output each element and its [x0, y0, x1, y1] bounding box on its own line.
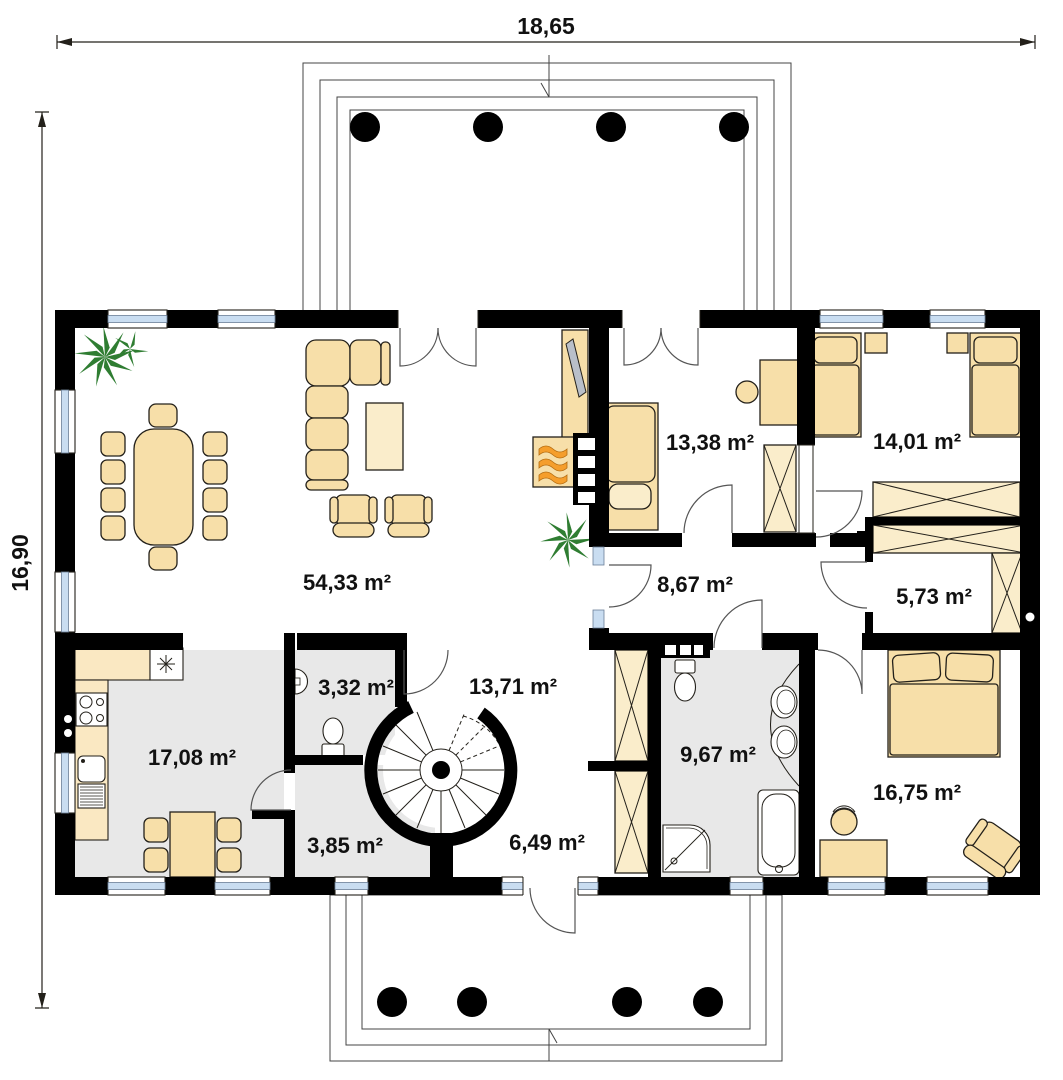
label-bedroom-top-middle: 13,38 m²	[666, 430, 754, 455]
walls	[55, 310, 1040, 895]
doors	[250, 327, 868, 934]
hall-opening-jambs	[592, 546, 605, 629]
terrace-door-right-leaf-1	[623, 327, 662, 366]
window-bottom-4	[729, 876, 764, 896]
bathroom-vanity	[770, 663, 800, 787]
terrace-door-left-leaf-2	[437, 327, 477, 367]
bathroom-toilet	[673, 659, 697, 702]
terrace-door-left-leaf-1	[399, 327, 439, 367]
window-left-3	[54, 752, 76, 814]
bed-double	[887, 649, 1001, 758]
label-corridor: 6,49 m²	[509, 830, 585, 855]
label-wc: 3,32 m²	[318, 675, 394, 700]
tv	[565, 338, 587, 398]
window-bottom-3	[334, 876, 369, 896]
nightstand-1	[864, 332, 888, 354]
desk-main-bedroom	[819, 805, 888, 878]
wardrobe-573-right	[991, 552, 1023, 634]
bathtub	[757, 789, 800, 876]
door-gaps	[398, 309, 815, 896]
spiral-staircase	[364, 701, 518, 847]
door-entry	[529, 887, 576, 934]
entry-sidelight-right	[577, 876, 599, 896]
kitchen-table	[169, 811, 216, 878]
label-pantry: 3,85 m²	[307, 833, 383, 858]
label-stair-hall: 13,71 m²	[469, 674, 557, 699]
terrace-door-right-leaf-2	[660, 327, 699, 366]
dimension-left: 16,90	[7, 111, 49, 1009]
desk-middle-room	[735, 359, 799, 426]
armchair-1	[329, 494, 378, 538]
axis-mark-top	[540, 55, 550, 98]
wc-toilet	[321, 717, 345, 758]
bathroom-niche	[665, 645, 703, 655]
axis-mark-bottom	[548, 1028, 558, 1061]
bed-single-right-2	[969, 332, 1022, 438]
firewood-niche	[578, 438, 595, 503]
windows	[54, 309, 989, 896]
shower	[662, 824, 711, 873]
bed-single-middle	[602, 402, 659, 531]
door-wardrobe-room	[820, 561, 868, 609]
armchair-2	[384, 494, 433, 538]
label-living-room: 54,33 m²	[303, 570, 391, 595]
window-bottom-5	[827, 876, 886, 896]
terrace-top	[302, 55, 792, 312]
window-top-3	[819, 309, 884, 329]
window-top-2	[217, 309, 276, 329]
terrace-columns-bottom	[377, 987, 723, 1017]
entry-sidelight-left	[501, 876, 524, 896]
window-bottom-6	[926, 876, 989, 896]
corridor-wardrobe-top	[614, 649, 649, 762]
nightstand-2	[946, 332, 969, 354]
corridor-wardrobe-bottom	[614, 770, 649, 874]
door-bedroom-middle	[683, 484, 733, 534]
window-bottom-1	[107, 876, 166, 896]
window-top-1	[107, 309, 168, 329]
wall-pipe-dot	[1025, 612, 1035, 622]
wardrobe-middle-room	[763, 444, 797, 533]
label-bedroom-top-right: 14,01 m²	[873, 429, 961, 454]
label-kitchen: 17,08 m²	[148, 745, 236, 770]
label-hall: 8,67 m²	[657, 572, 733, 597]
door-bedroom-main	[817, 649, 863, 695]
kitchen-pipe-dot-1	[64, 715, 72, 723]
sink	[77, 755, 106, 783]
window-bottom-2	[214, 876, 271, 896]
sofa-corner	[305, 339, 391, 491]
terrace-bottom	[329, 894, 783, 1062]
kitchen-pipe-dot-2	[64, 729, 72, 737]
dimension-top: 18,65	[56, 13, 1036, 49]
coffee-table	[365, 402, 404, 471]
dimension-width: 18,65	[517, 13, 575, 39]
label-wardrobe-room: 5,73 m²	[896, 584, 972, 609]
door-living-hall	[608, 564, 652, 608]
wardrobe-right-room	[872, 481, 1021, 518]
bed-single-right-1	[809, 332, 862, 438]
dining-table-set	[100, 403, 228, 571]
armchair-main-bedroom	[963, 818, 1027, 880]
tv-cabinet	[561, 329, 589, 439]
wardrobe-573-top	[872, 524, 1026, 554]
door-bedroom-right	[815, 490, 863, 538]
window-top-4	[929, 309, 986, 329]
terrace-columns-top	[350, 112, 749, 142]
door-bathroom	[713, 599, 763, 649]
dimension-height: 16,90	[7, 534, 33, 592]
window-left-1	[54, 389, 76, 454]
fireplace	[532, 436, 576, 488]
door-living-stairhall	[403, 649, 449, 695]
label-bathroom: 9,67 m²	[680, 742, 756, 767]
label-bedroom-main: 16,75 m²	[873, 780, 961, 805]
dining-table	[133, 428, 194, 546]
window-left-2	[54, 571, 76, 633]
door-jambs	[397, 310, 815, 895]
door-kitchen	[250, 769, 292, 811]
